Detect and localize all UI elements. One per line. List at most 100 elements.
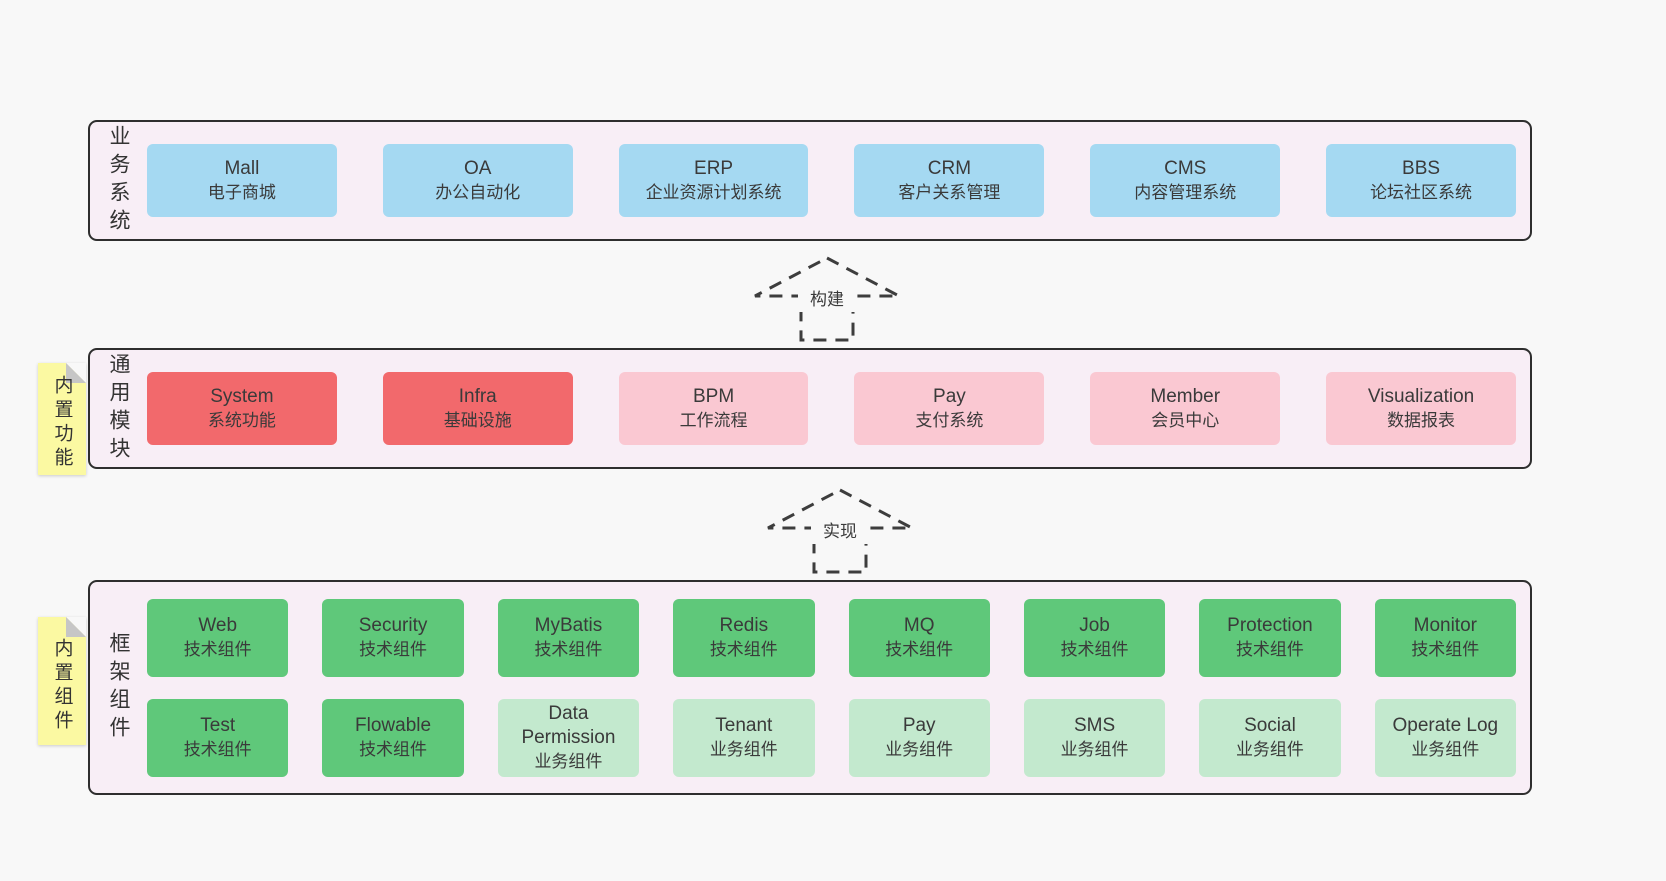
box-title: Mall	[224, 158, 260, 180]
arrow-label-build: 构建	[810, 290, 844, 309]
box-title: CMS	[1164, 158, 1207, 180]
up-arrow-build: 构建	[754, 256, 900, 342]
arrow-label-bg	[798, 286, 856, 312]
layer-label-business-systems: 业务系统	[107, 124, 130, 237]
box-subtitle: 业务组件	[1235, 739, 1304, 759]
box-title: Redis	[719, 615, 769, 637]
box-title: Pay	[902, 715, 936, 737]
arrow-label-implement: 实现	[823, 522, 857, 541]
box-title: Monitor	[1413, 615, 1477, 637]
up-arrow-implement: 实现	[767, 488, 913, 574]
box-subtitle: 技术组件	[183, 639, 252, 659]
box-title: MyBatis	[534, 615, 603, 637]
box-subtitle: 办公自动化	[435, 182, 521, 202]
box-subtitle: 业务组件	[709, 739, 778, 759]
box-subtitle: 技术组件	[359, 739, 428, 759]
box-title: Social	[1244, 715, 1296, 737]
box-title: Flowable	[355, 715, 432, 737]
sticky-note-builtin-components: 内置组件	[38, 617, 86, 745]
box-subtitle: 论坛社区系统	[1370, 182, 1473, 202]
box-subtitle: 客户关系管理	[898, 182, 1001, 202]
box-subtitle: 技术组件	[534, 639, 603, 659]
box-title: CRM	[927, 158, 972, 180]
box-subtitle: 会员中心	[1151, 410, 1220, 430]
box-title: Test	[200, 715, 236, 737]
box-title: ERP	[694, 158, 734, 180]
box-title: Member	[1150, 386, 1221, 408]
box-title: System	[210, 386, 274, 408]
box-title: BBS	[1402, 158, 1441, 180]
layer-label-common-modules: 通用模块	[107, 352, 130, 465]
box-subtitle: 内容管理系统	[1134, 182, 1237, 202]
arrow-label-bg	[811, 518, 869, 544]
box-subtitle: 业务组件	[885, 739, 954, 759]
folded-corner-icon	[66, 617, 86, 637]
box-title: Security	[358, 615, 428, 637]
box-title: Infra	[458, 386, 497, 408]
folded-corner-icon	[66, 363, 86, 383]
box-subtitle: 技术组件	[1235, 639, 1304, 659]
arrow-outline	[767, 488, 913, 574]
box-subtitle: 技术组件	[183, 739, 252, 759]
sticky-note-text: 内置组件	[51, 638, 73, 735]
box-title: OA	[464, 158, 492, 180]
box-title: Operate Log	[1392, 715, 1499, 737]
box-subtitle: 技术组件	[709, 639, 778, 659]
box-subtitle: 业务组件	[1411, 739, 1480, 759]
box-title: Web	[198, 615, 238, 637]
box-subtitle: 企业资源计划系统	[645, 182, 782, 202]
box-subtitle: 业务组件	[1060, 739, 1129, 759]
box-subtitle: 工作流程	[679, 410, 748, 430]
box-subtitle: 电子商城	[207, 182, 276, 202]
arrow-outline	[754, 256, 900, 342]
box-title: Data Permission	[521, 702, 616, 749]
box-title: Job	[1079, 615, 1110, 637]
box-title: Tenant	[715, 715, 773, 737]
box-subtitle: 系统功能	[207, 410, 276, 430]
box-title: SMS	[1073, 715, 1116, 737]
box-subtitle: 技术组件	[1411, 639, 1480, 659]
box-subtitle: 技术组件	[1060, 639, 1129, 659]
box-title: Pay	[933, 386, 966, 408]
box-subtitle: 技术组件	[885, 639, 954, 659]
box-title: Visualization	[1367, 386, 1475, 408]
box-subtitle: 基础设施	[443, 410, 512, 430]
sticky-note-text: 内置功能	[51, 375, 73, 472]
box-subtitle: 支付系统	[915, 410, 984, 430]
box-subtitle: 数据报表	[1387, 410, 1456, 430]
sticky-note-builtin-features: 内置功能	[38, 363, 86, 475]
box-title: BPM	[692, 386, 735, 408]
box-title: MQ	[903, 615, 935, 637]
